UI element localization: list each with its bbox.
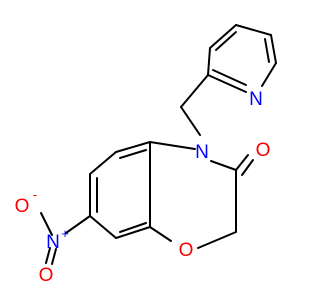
bonds <box>40 24 277 265</box>
bond <box>149 141 196 150</box>
bond <box>207 74 247 93</box>
bond <box>209 24 237 49</box>
bond <box>270 34 277 64</box>
nitro-top-oxygen-label: O <box>15 196 30 217</box>
ring-oxygen-label: O <box>179 240 194 261</box>
bond <box>149 226 172 242</box>
pyridine-nitrogen-label: N <box>249 89 263 110</box>
molecule-structure: N + O - O O N O N <box>15 24 277 286</box>
bond <box>45 247 51 264</box>
bond <box>115 226 151 239</box>
bond <box>215 31 237 51</box>
bond <box>115 141 151 153</box>
bond <box>119 149 147 159</box>
nitro-bottom-oxygen-label: O <box>39 265 54 286</box>
nitro-nitrogen-label: N <box>46 232 60 253</box>
nitro-oxygen-minus-charge: - <box>33 187 37 202</box>
carbonyl-oxygen-label: O <box>256 140 271 161</box>
bond <box>241 159 254 176</box>
nitro-plus-charge: + <box>61 226 69 241</box>
bond <box>235 24 272 36</box>
bond <box>65 215 91 234</box>
bond <box>40 212 53 236</box>
bond <box>180 106 201 136</box>
ring-nitrogen-label: N <box>195 142 209 163</box>
bond <box>212 69 247 86</box>
bond <box>235 154 249 171</box>
bond <box>51 248 57 265</box>
bond <box>180 74 209 108</box>
bond <box>197 231 237 249</box>
bond <box>119 222 147 233</box>
bond <box>264 38 270 63</box>
bond <box>89 215 117 239</box>
bond <box>261 62 277 87</box>
bond <box>89 151 117 175</box>
bond <box>207 47 211 76</box>
bond <box>210 160 237 171</box>
